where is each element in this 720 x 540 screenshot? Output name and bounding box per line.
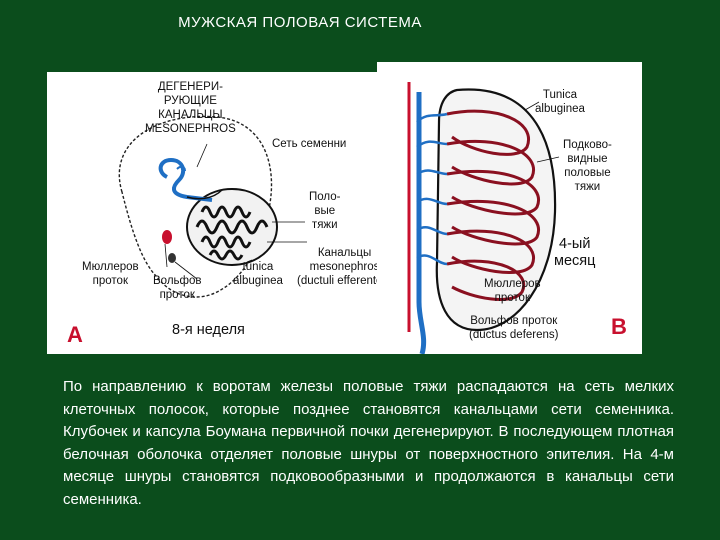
letter-b: B [611, 314, 627, 339]
description-paragraph: По направлению к воротам железы половые … [63, 378, 674, 508]
page-title: МУЖСКАЯ ПОЛОВАЯ СИСТЕМА [178, 14, 422, 31]
figure-a-drawing [118, 115, 307, 298]
label-week: 8-я неделя [172, 322, 245, 338]
figure-b-drawing [407, 82, 560, 354]
label-rete-testis: Сеть семенни [272, 138, 347, 150]
label-wolff-b: Вольфов проток(ductus deferens) [469, 315, 559, 341]
letter-a: A [67, 322, 83, 347]
